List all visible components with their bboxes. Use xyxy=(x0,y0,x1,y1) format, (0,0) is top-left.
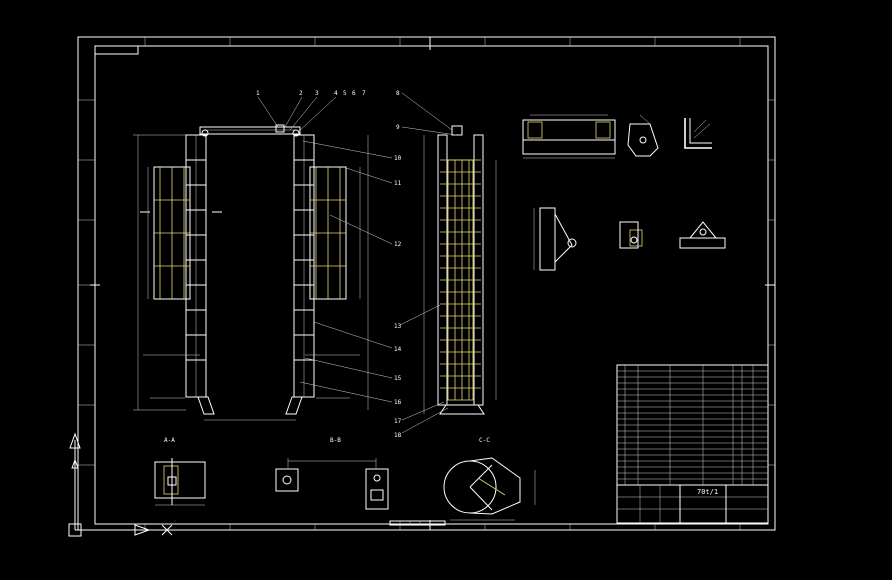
section-aa-label: A-A xyxy=(164,437,175,444)
balloon-13: 13 xyxy=(394,323,402,330)
balloon-8: 8 xyxy=(396,90,400,97)
detail-vshape[interactable] xyxy=(679,221,726,249)
detail-bracket-2[interactable] xyxy=(684,118,712,149)
balloon-3: 3 xyxy=(315,90,319,97)
balloon-6: 6 xyxy=(352,90,356,97)
balloon-9: 9 xyxy=(396,124,400,131)
balloon-15: 15 xyxy=(394,375,402,382)
section-cc-label: C-C xyxy=(479,437,490,444)
balloon-5: 5 xyxy=(343,90,347,97)
section-aa[interactable]: A-A xyxy=(154,437,206,506)
balloon-7: 7 xyxy=(362,90,366,97)
scale-bar xyxy=(389,520,446,526)
corner-tag xyxy=(94,45,139,55)
section-bb[interactable]: B-B xyxy=(275,437,389,510)
detail-beam[interactable] xyxy=(522,114,616,159)
balloon-17: 17 xyxy=(394,418,402,425)
section-bb-label: B-B xyxy=(330,437,341,444)
balloon-12: 12 xyxy=(394,241,402,248)
balloon-18: 18 xyxy=(394,432,402,439)
detail-bracket-1[interactable] xyxy=(627,114,659,157)
ucs-axis-icon[interactable] xyxy=(68,432,175,537)
balloon-4: 4 xyxy=(334,90,338,97)
detail-clip[interactable] xyxy=(619,221,643,249)
outer-frame xyxy=(77,36,776,531)
parts-list[interactable] xyxy=(616,364,769,486)
zone-ticks-top xyxy=(144,37,741,46)
balloon-labels: 1 2 3 4 5 6 7 8 9 10 11 12 13 14 15 16 1… xyxy=(256,90,402,439)
balloon-1: 1 xyxy=(256,90,260,97)
balloon-10: 10 xyxy=(394,155,402,162)
balloon-2: 2 xyxy=(299,90,303,97)
side-elevation[interactable] xyxy=(399,92,497,434)
centering-marks xyxy=(90,37,775,530)
detail-gusset[interactable] xyxy=(533,207,577,271)
section-cc[interactable]: C-C xyxy=(443,437,536,521)
balloon-16: 16 xyxy=(394,399,402,406)
zone-ticks-right xyxy=(768,99,775,466)
drawing-title: 70t/1 xyxy=(697,488,718,496)
balloon-14: 14 xyxy=(394,346,402,353)
front-leaders xyxy=(257,96,393,403)
front-elevation[interactable] xyxy=(133,124,369,421)
zone-ticks-left xyxy=(78,99,95,466)
balloon-11: 11 xyxy=(394,180,402,187)
title-block[interactable]: 70t/1 xyxy=(616,484,769,524)
